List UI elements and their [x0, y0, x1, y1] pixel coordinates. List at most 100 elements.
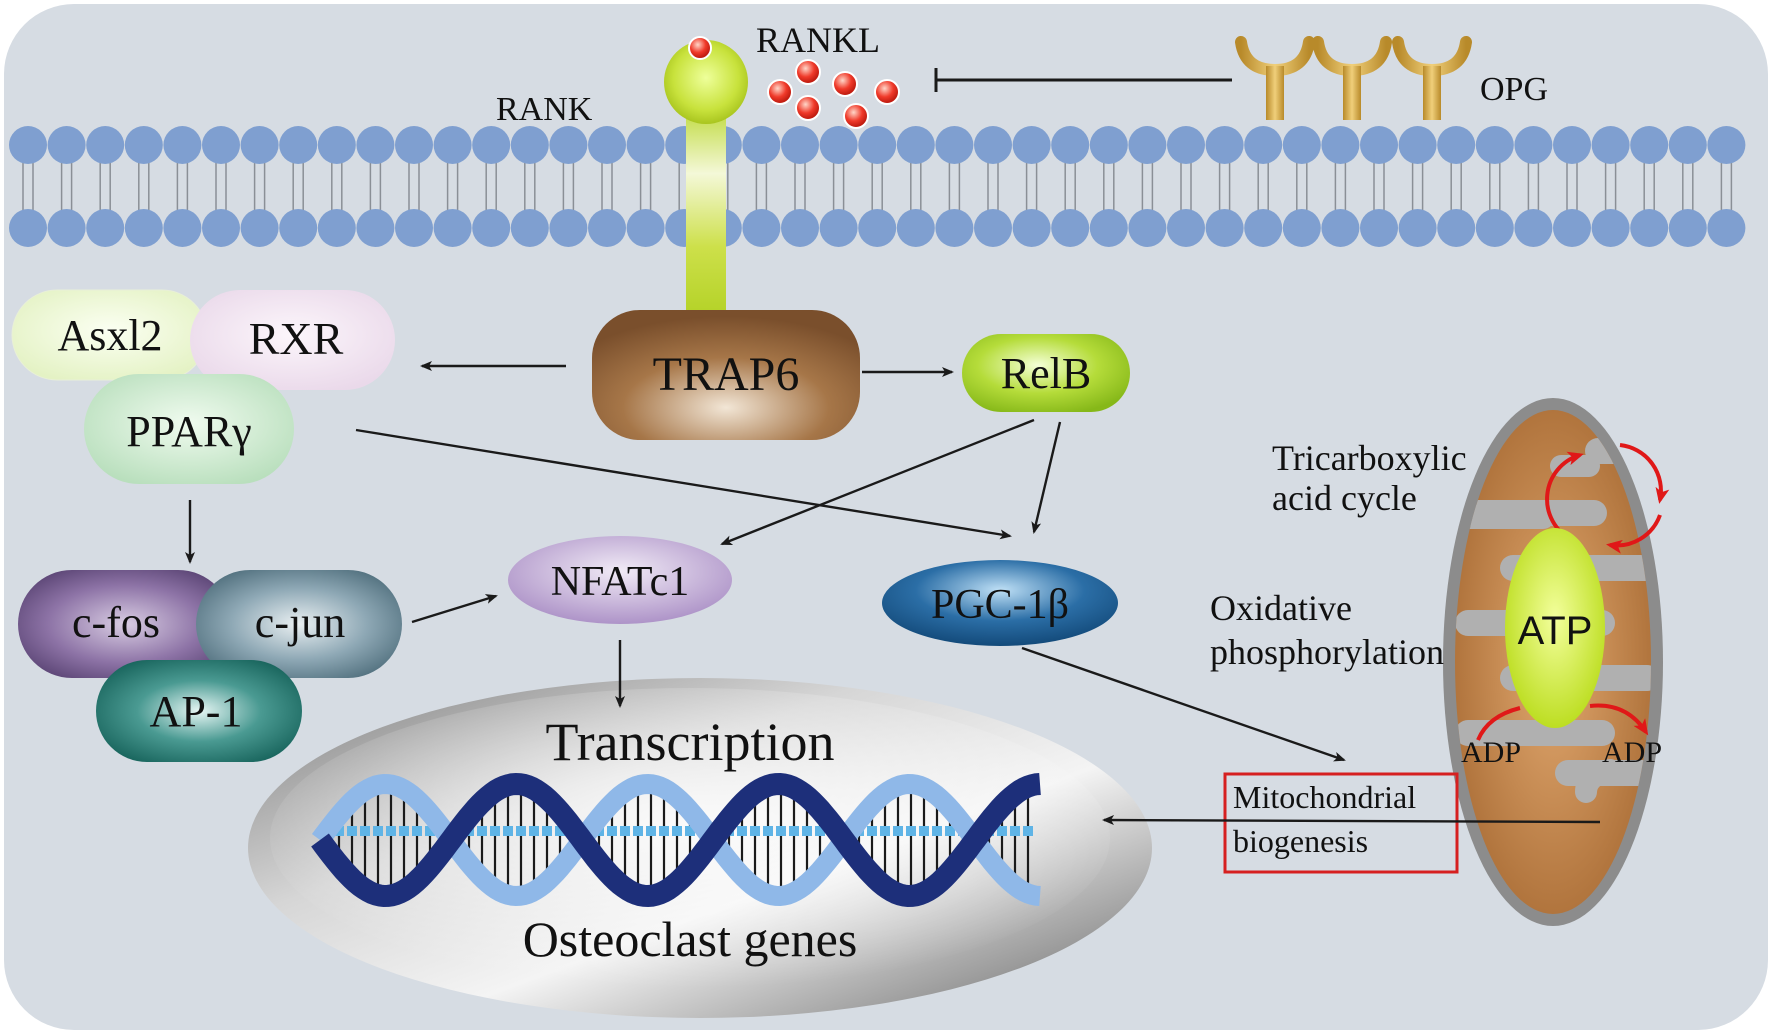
lipid-head [433, 209, 472, 247]
relb-label: RelB [1001, 349, 1091, 398]
lipid-head [1244, 209, 1283, 247]
cell-membrane [9, 126, 1746, 247]
transcription-label: Transcription [545, 712, 834, 772]
opg-molecules [1235, 36, 1472, 120]
lipid-head [1205, 126, 1244, 164]
rankl-ligands [767, 59, 900, 129]
lipid-head [47, 126, 86, 164]
adp-arrow-left [1476, 706, 1521, 741]
adp-left-label: ADP [1461, 736, 1521, 769]
lipid-head [1514, 126, 1553, 164]
cjun-node [196, 570, 402, 678]
osteoclast-genes-label: Osteoclast genes [523, 911, 858, 967]
pgc1b-node [882, 560, 1118, 646]
lipid-head [1167, 126, 1205, 164]
lipid-head [1398, 209, 1437, 247]
adp-arrow-right [1589, 703, 1649, 736]
lipid-head [896, 209, 935, 247]
lipid-head [163, 209, 202, 247]
lipid-head [974, 126, 1012, 164]
lipid-head [9, 209, 47, 247]
oxphos-label-line2: phosphorylation [1210, 632, 1444, 672]
nfatc1-label: NFATc1 [551, 559, 690, 605]
dna-strand-front [311, 772, 1041, 908]
lipid-head [588, 209, 626, 247]
biogenesis-box [1223, 772, 1459, 874]
lipid-head [588, 126, 626, 164]
lipid-head [279, 126, 318, 164]
lipid-head [549, 209, 588, 247]
pgc1b-label: PGC-1β [931, 582, 1069, 628]
lipid-head [1514, 209, 1553, 247]
pathway-arrows [185, 361, 1601, 826]
cfos-label: c-fos [72, 598, 160, 647]
ap1-label: AP-1 [150, 687, 243, 736]
lipid-head [240, 126, 279, 164]
lipid-head [742, 209, 781, 247]
trap6-label: TRAP6 [653, 348, 800, 401]
lipid-head [858, 209, 897, 247]
arrow-biogenesis-to-nucleus [1102, 815, 1601, 826]
lipid-head [472, 126, 511, 164]
arrow-relb-to-pgc1b [1031, 421, 1062, 534]
lipid-head [819, 209, 858, 247]
rxr-label: RXR [249, 313, 344, 364]
lipid-head [1707, 126, 1746, 164]
lipid-head [819, 126, 858, 164]
lipid-head [395, 126, 433, 164]
lipid-head [1012, 126, 1051, 164]
ppar-complex: Asxl2 RXR PPARγ [11, 289, 395, 484]
lipid-head [317, 126, 356, 164]
lipid-head [1475, 126, 1514, 164]
lipid-head [124, 209, 163, 247]
nfatc1-node [508, 536, 732, 624]
lipid-head [202, 126, 240, 164]
arrow-relb-to-nfatc1 [720, 418, 1035, 546]
rankl-label: RANKL [756, 20, 880, 60]
lipid-head [626, 126, 665, 164]
lipid-head [1360, 209, 1398, 247]
cfos-node [18, 570, 232, 678]
opg-label: OPG [1480, 71, 1548, 108]
lipid-head [9, 126, 47, 164]
lipid-head [974, 209, 1012, 247]
lipid-head [549, 126, 588, 164]
lipid-head [510, 209, 549, 247]
lipid-head [1167, 209, 1205, 247]
lipid-head [1321, 209, 1360, 247]
lipid-head [433, 126, 472, 164]
lipid-head [1051, 209, 1090, 247]
lipid-head [1668, 209, 1707, 247]
lipid-head [47, 209, 86, 247]
lipid-head [1630, 209, 1669, 247]
lipid-head [1553, 209, 1591, 247]
biogenesis-label-line1: Mitochondrial [1233, 779, 1416, 815]
lipid-head [1244, 126, 1283, 164]
arrow-ppar-to-pgc1b [355, 428, 1012, 540]
rank-label: RANK [496, 91, 593, 128]
lipid-head [1089, 126, 1128, 164]
mitochondrion: ATP ADP ADP [1443, 398, 1670, 926]
lipid-head [279, 209, 318, 247]
biogenesis-label-line2: biogenesis [1233, 823, 1368, 859]
lipid-head [858, 126, 897, 164]
lipid-head [781, 126, 819, 164]
lipid-head [472, 209, 511, 247]
opg-molecule [1392, 36, 1472, 120]
lipid-head [1591, 209, 1630, 247]
lipid-head [1553, 126, 1591, 164]
lipid-head [1437, 209, 1476, 247]
lipid-head [1128, 126, 1167, 164]
arrow-pgc1b-to-biogenesis [1021, 646, 1346, 762]
lipid-head [1012, 209, 1051, 247]
dna-strand-back [311, 773, 1041, 907]
lipid-head [1398, 126, 1437, 164]
lipid-head [163, 126, 202, 164]
lipid-head [896, 126, 935, 164]
rank-receptor [664, 36, 748, 310]
cristae [1455, 438, 1651, 803]
adp-right-label: ADP [1602, 736, 1662, 769]
rxr-node [190, 290, 395, 390]
